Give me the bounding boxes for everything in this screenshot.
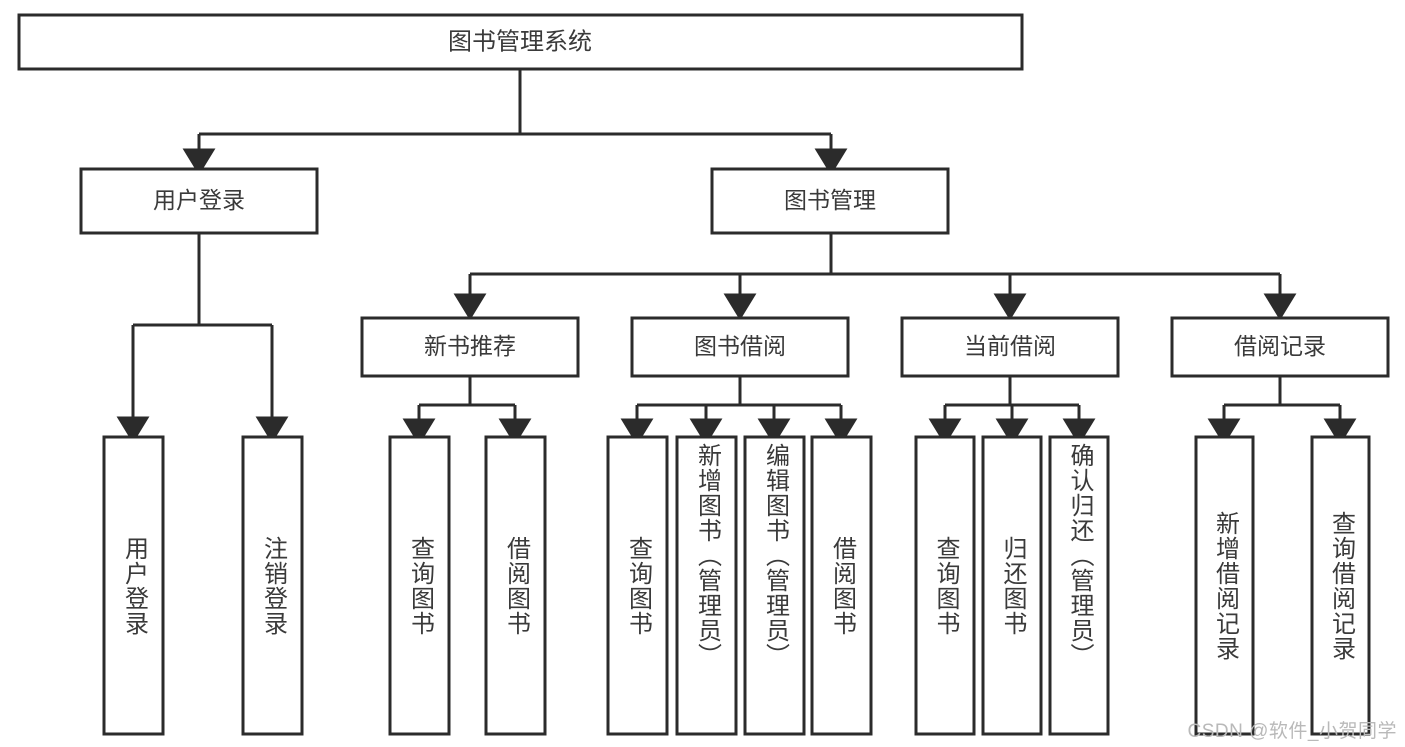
leaf-rect-borrow-book-1[interactable] <box>484 435 547 736</box>
leaf-record-add-label: 新增借阅记录 <box>1211 510 1239 661</box>
leaf-new-book-borrow-label: 借阅图书 <box>502 535 530 636</box>
node-root[interactable]: 图书管理系统 <box>17 13 1024 71</box>
connector-group-current-borrow <box>928 376 1096 446</box>
leaf-user-login-label: 用户登录 <box>120 535 148 636</box>
node-root-rect[interactable] <box>17 13 1024 71</box>
leaf-rect-add-book[interactable] <box>675 435 738 736</box>
leaf-borrow-borrow-book-label: 借阅图书 <box>828 535 856 636</box>
node-new-book-label: 新书推荐 <box>424 333 516 359</box>
leaf-rect-confirm-return[interactable] <box>1048 435 1110 736</box>
node-book-manage-rect[interactable] <box>710 167 950 235</box>
leaf-rect-group <box>102 435 1371 736</box>
watermark-text: CSDN @软件_小贺同学 <box>1187 721 1397 742</box>
leaf-borrow-add-book-label: 新增图书（管理员） <box>693 443 721 668</box>
node-book-borrow-rect[interactable] <box>630 316 850 378</box>
leaf-record-add[interactable]: 新增借阅记录 <box>1196 437 1253 734</box>
leaf-current-query-book-label: 查询图书 <box>931 535 959 636</box>
leaf-rect-user-login[interactable] <box>102 435 165 736</box>
node-current-borrow-rect[interactable] <box>900 316 1120 378</box>
leaf-rect-query-book-3[interactable] <box>914 435 976 736</box>
leaf-current-return-book[interactable]: 归还图书 <box>983 437 1041 734</box>
connector-group-new-book <box>402 376 532 446</box>
leaf-borrow-query-book[interactable]: 查询图书 <box>608 437 667 734</box>
node-book-borrow-label: 图书借阅 <box>694 333 786 359</box>
leaf-new-book-query[interactable]: 查询图书 <box>390 437 449 734</box>
node-borrow-record-label: 借阅记录 <box>1234 333 1326 359</box>
leaf-rect-query-record[interactable] <box>1310 435 1371 736</box>
leaf-rect-return-book[interactable] <box>981 435 1043 736</box>
node-current-borrow[interactable]: 当前借阅 <box>900 316 1120 378</box>
node-current-borrow-label: 当前借阅 <box>964 333 1056 359</box>
leaf-rect-edit-book[interactable] <box>743 435 806 736</box>
connector-group-borrow-record <box>1207 376 1357 446</box>
node-user-login-label: 用户登录 <box>153 187 245 213</box>
node-new-book-rect[interactable] <box>360 316 580 378</box>
leaf-logout-label: 注销登录 <box>259 535 287 636</box>
leaf-current-query-book[interactable]: 查询图书 <box>916 437 974 734</box>
leaf-new-book-query-label: 查询图书 <box>406 535 434 636</box>
leaf-borrow-edit-book[interactable]: 编辑图书（管理员） <box>745 437 804 734</box>
connector-group-book-borrow <box>620 376 858 446</box>
leaf-borrow-query-book-label: 查询图书 <box>624 535 652 636</box>
leaf-borrow-add-book[interactable]: 新增图书（管理员） <box>677 437 736 734</box>
node-root-label: 图书管理系统 <box>448 28 592 55</box>
node-user-login-rect[interactable] <box>79 167 319 235</box>
leaf-current-confirm-return[interactable]: 确认归还（管理员） <box>1050 437 1108 734</box>
node-borrow-record[interactable]: 借阅记录 <box>1170 316 1390 378</box>
leaf-current-return-book-label: 归还图书 <box>998 535 1026 636</box>
node-book-manage[interactable]: 图书管理 <box>710 167 950 235</box>
leaf-borrow-edit-book-label: 编辑图书（管理员） <box>761 443 789 668</box>
connector-group-root <box>182 70 848 176</box>
leaf-borrow-borrow-book[interactable]: 借阅图书 <box>812 437 871 734</box>
leaf-rect-add-record[interactable] <box>1194 435 1255 736</box>
leaf-rect-query-book-2[interactable] <box>606 435 669 736</box>
leaf-record-query[interactable]: 查询借阅记录 <box>1312 437 1369 734</box>
node-new-book[interactable]: 新书推荐 <box>360 316 580 378</box>
leaf-new-book-borrow[interactable]: 借阅图书 <box>486 437 545 734</box>
node-borrow-record-rect[interactable] <box>1170 316 1390 378</box>
leaf-rect-logout[interactable] <box>241 435 304 736</box>
connector-group-book-manage <box>453 233 1297 321</box>
connector-group-user-login <box>116 233 289 444</box>
node-user-login[interactable]: 用户登录 <box>79 167 319 235</box>
leaf-rect-query-book-1[interactable] <box>388 435 451 736</box>
leaf-current-confirm-return-label: 确认归还（管理员） <box>1065 443 1093 668</box>
node-book-borrow[interactable]: 图书借阅 <box>630 316 850 378</box>
leaf-record-query-label: 查询借阅记录 <box>1327 510 1355 661</box>
leaf-rect-borrow-book-2[interactable] <box>810 435 873 736</box>
leaf-logout[interactable]: 注销登录 <box>243 437 302 734</box>
node-book-manage-label: 图书管理 <box>784 187 876 213</box>
leaf-user-login[interactable]: 用户登录 <box>104 437 163 734</box>
